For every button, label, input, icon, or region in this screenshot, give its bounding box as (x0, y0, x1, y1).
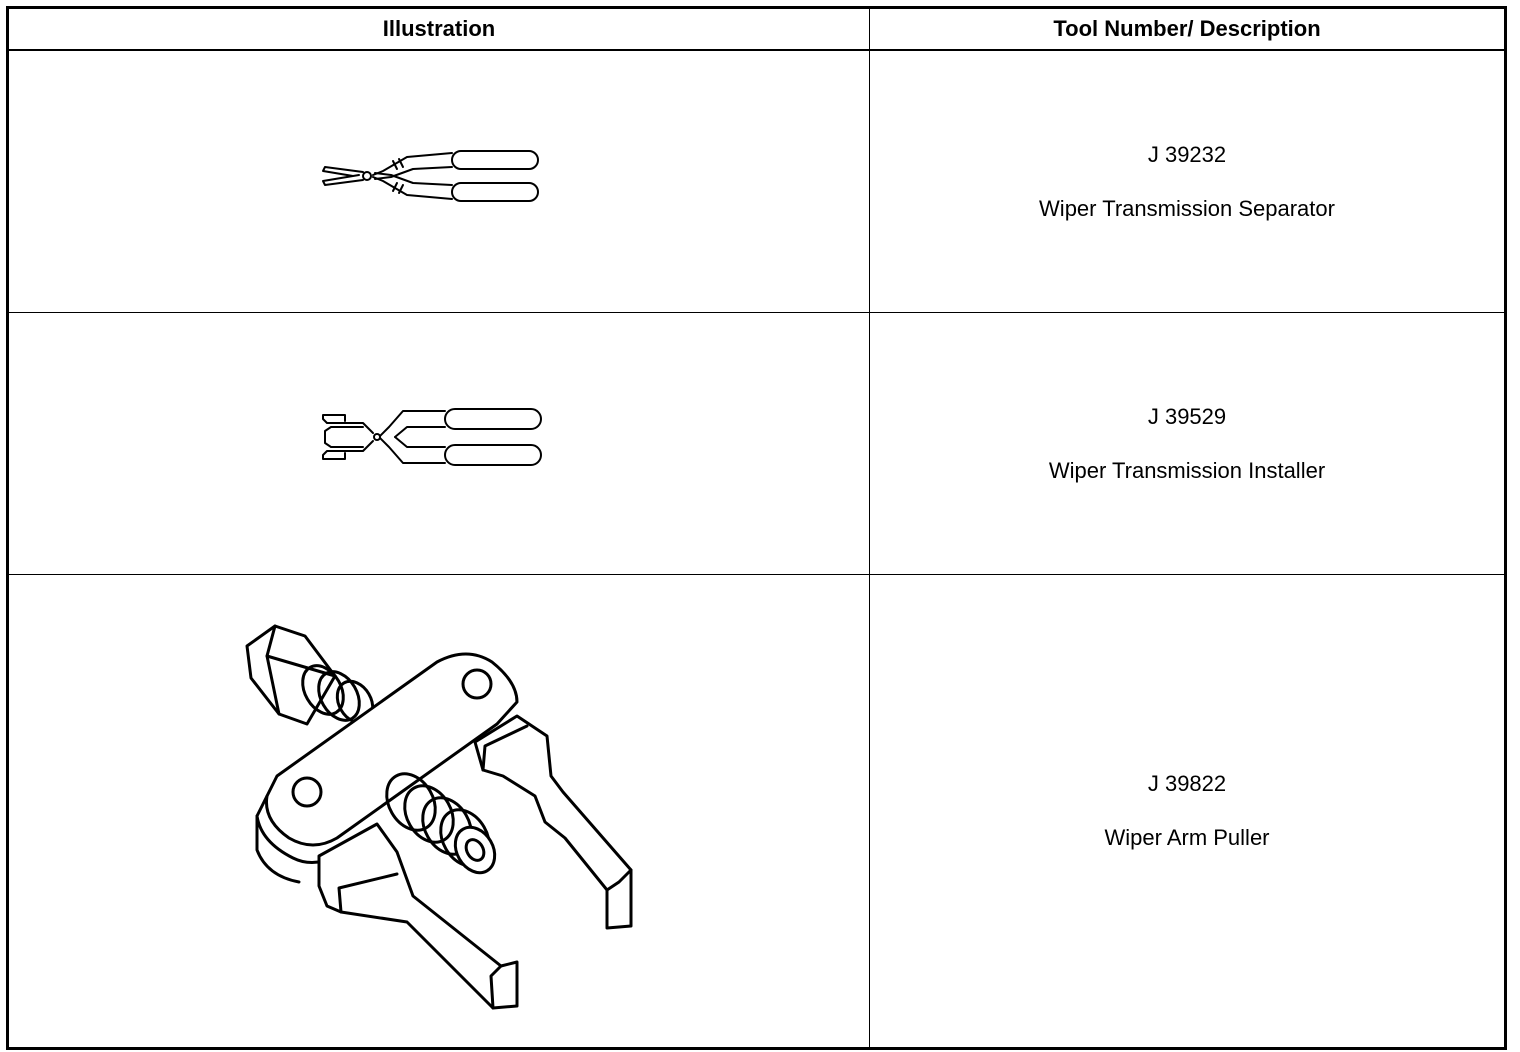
description-cell: J 39822 Wiper Arm Puller (869, 574, 1506, 1049)
header-illustration: Illustration (7, 7, 870, 51)
illustration-cell (7, 49, 870, 313)
table-row: J 39232 Wiper Transmission Separator (7, 49, 1506, 313)
tool-description: Wiper Transmission Separator (1039, 195, 1335, 221)
tool-description: Wiper Arm Puller (1104, 825, 1270, 850)
illustration-cell (7, 312, 870, 575)
tool-number: J 39529 (1147, 403, 1227, 429)
tools-table: Illustration Tool Number/ Description (6, 6, 1507, 1050)
description-cell: J 39529 Wiper Transmission Installer (869, 312, 1506, 575)
table-row: J 39529 Wiper Transmission Installer (7, 312, 1506, 575)
table-row: J 39822 Wiper Arm Puller (7, 574, 1506, 1049)
separator-pliers-icon (322, 149, 539, 202)
illustration-cell (7, 574, 870, 1049)
header-row: Illustration Tool Number/ Description (7, 7, 1506, 51)
arm-puller-icon (245, 624, 633, 1010)
tool-description: Wiper Transmission Installer (1048, 457, 1326, 483)
tool-number: J 39822 (1147, 771, 1227, 796)
description-cell: J 39232 Wiper Transmission Separator (869, 49, 1506, 313)
tool-number: J 39232 (1147, 141, 1227, 167)
installer-pliers-icon (322, 407, 542, 466)
header-tool-description: Tool Number/ Description (869, 7, 1506, 51)
